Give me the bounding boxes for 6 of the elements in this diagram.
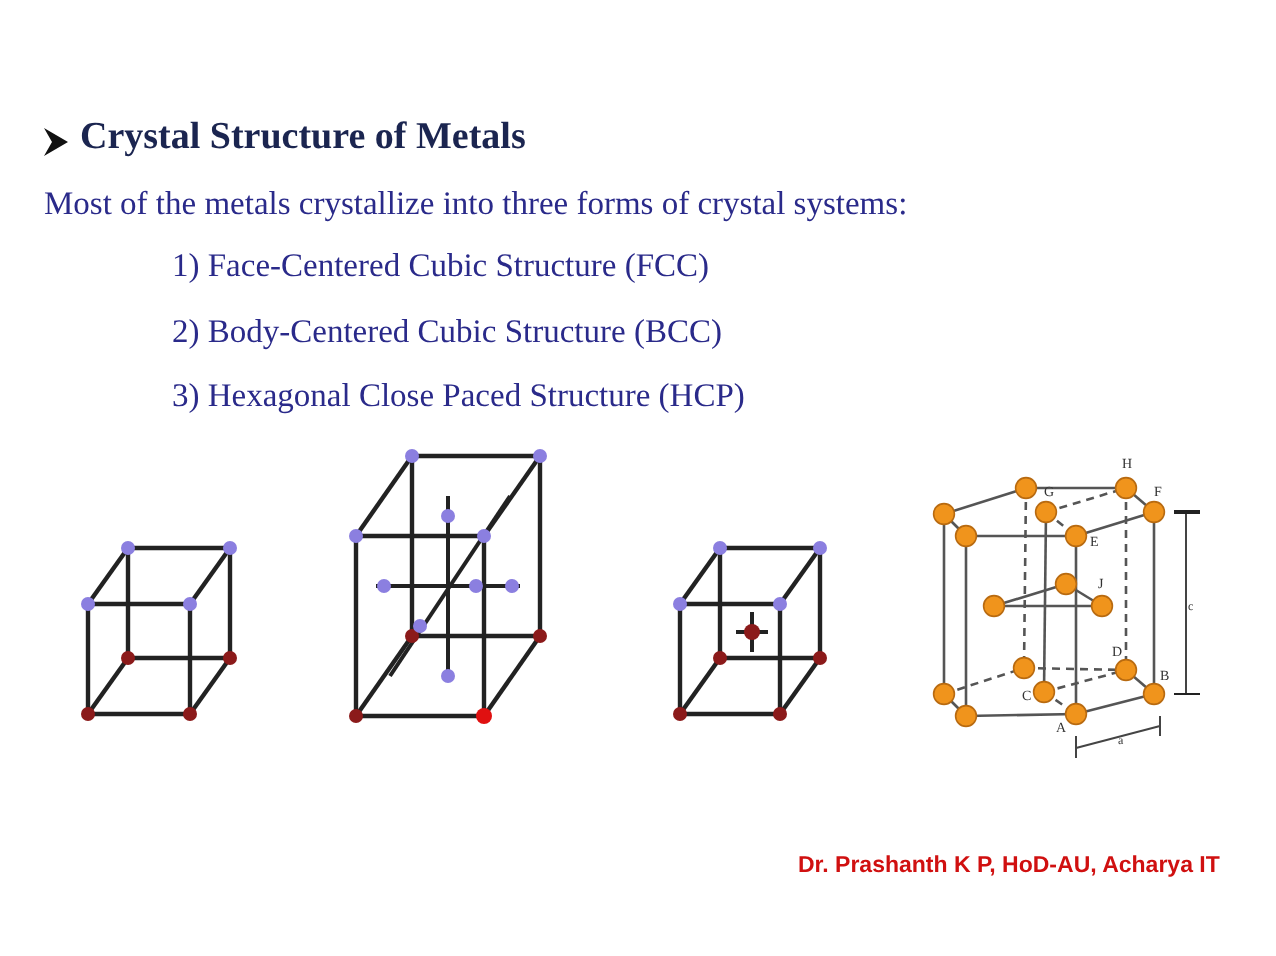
list-item: 2) Body-Centered Cubic Structure (BCC) <box>172 312 722 352</box>
author-footer: Dr. Prashanth K P, HoD-AU, Acharya IT <box>798 854 1220 878</box>
list-item: 3) Hexagonal Close Paced Structure (HCP) <box>172 376 745 416</box>
intro-text: Most of the metals crystallize into three forms of crystal systems: <box>44 184 908 224</box>
list-item: 1) Face-Centered Cubic Structure (FCC) <box>172 246 710 286</box>
slide-title: Crystal Structure of Metals <box>80 116 526 160</box>
